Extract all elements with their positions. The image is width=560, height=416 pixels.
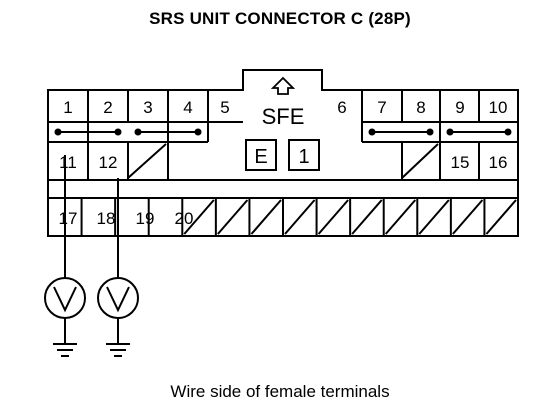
terminal-label: 11 — [59, 153, 77, 172]
up-arrow-icon — [270, 76, 296, 95]
terminal-label: 20 — [175, 209, 194, 228]
terminal-label: 1 — [63, 98, 72, 117]
diagram-title: SRS UNIT CONNECTOR C (28P) — [149, 9, 411, 28]
key-box-e — [245, 139, 277, 171]
cell-divider — [485, 199, 517, 235]
cell-divider — [351, 199, 383, 235]
row2-terminals: 11 12 15 16 — [59, 153, 507, 172]
terminal-label: 19 — [136, 209, 155, 228]
row1-dividers — [87, 90, 480, 142]
cell-divider — [217, 199, 249, 235]
terminal-label: 5 — [220, 98, 229, 117]
cell-divider — [317, 199, 349, 235]
terminal-label: 6 — [337, 98, 346, 117]
terminal-label: 10 — [489, 98, 508, 117]
terminal-label: 3 — [143, 98, 152, 117]
terminal-label: 4 — [183, 98, 192, 117]
terminal-label: 17 — [59, 209, 78, 228]
cell-divider — [284, 199, 316, 235]
terminal-label: 7 — [377, 98, 386, 117]
cell-divider — [384, 199, 417, 235]
ground-icon — [53, 343, 77, 357]
terminal-label: 16 — [489, 153, 508, 172]
cell-divider — [452, 199, 484, 235]
terminal-label: 9 — [455, 98, 464, 117]
row1-terminals: 1 2 3 4 5 6 7 8 9 10 — [63, 98, 507, 117]
row3-dividers — [80, 198, 517, 236]
key-box-1-label: 1 — [298, 146, 309, 168]
voltmeter-icon — [44, 277, 86, 344]
key-label: SFE — [262, 104, 305, 129]
shorting-bars — [54, 128, 512, 136]
key-tab: SFE E 1 — [245, 76, 320, 171]
voltmeter-icon — [97, 277, 139, 344]
cell-divider — [250, 199, 282, 235]
row2-dividers — [87, 142, 480, 180]
diagram-caption: Wire side of female terminals — [170, 382, 390, 401]
key-box-1 — [288, 139, 320, 171]
key-box-e-label: E — [254, 146, 267, 168]
probe-wires — [64, 155, 119, 278]
terminal-label: 8 — [416, 98, 425, 117]
terminal-label: 12 — [99, 153, 118, 172]
terminal-label: 2 — [103, 98, 112, 117]
terminal-label: 15 — [451, 153, 470, 172]
ground-icon — [106, 343, 130, 357]
cell-divider — [418, 199, 450, 235]
connector-outline — [47, 69, 519, 237]
row3-terminals: 17 18 19 20 — [59, 209, 194, 228]
cell-divider — [183, 199, 215, 235]
terminal-label: 18 — [97, 209, 116, 228]
